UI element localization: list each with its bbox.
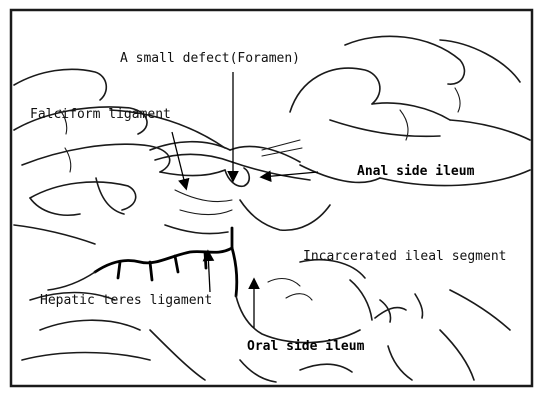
label-oral-side-ileum: Oral side ileum bbox=[247, 339, 365, 354]
label-anal-side-ileum: Anal side ileum bbox=[357, 164, 475, 179]
label-hepatic-teres-ligament: Hepatic teres ligament bbox=[40, 293, 212, 308]
label-incarcerated-segment: Incarcerated ileal segment bbox=[303, 249, 507, 264]
label-falciform-ligament: Falciform ligament bbox=[30, 107, 171, 122]
label-small-defect: A small defect(Foramen) bbox=[120, 51, 300, 66]
figure-border bbox=[11, 10, 532, 386]
